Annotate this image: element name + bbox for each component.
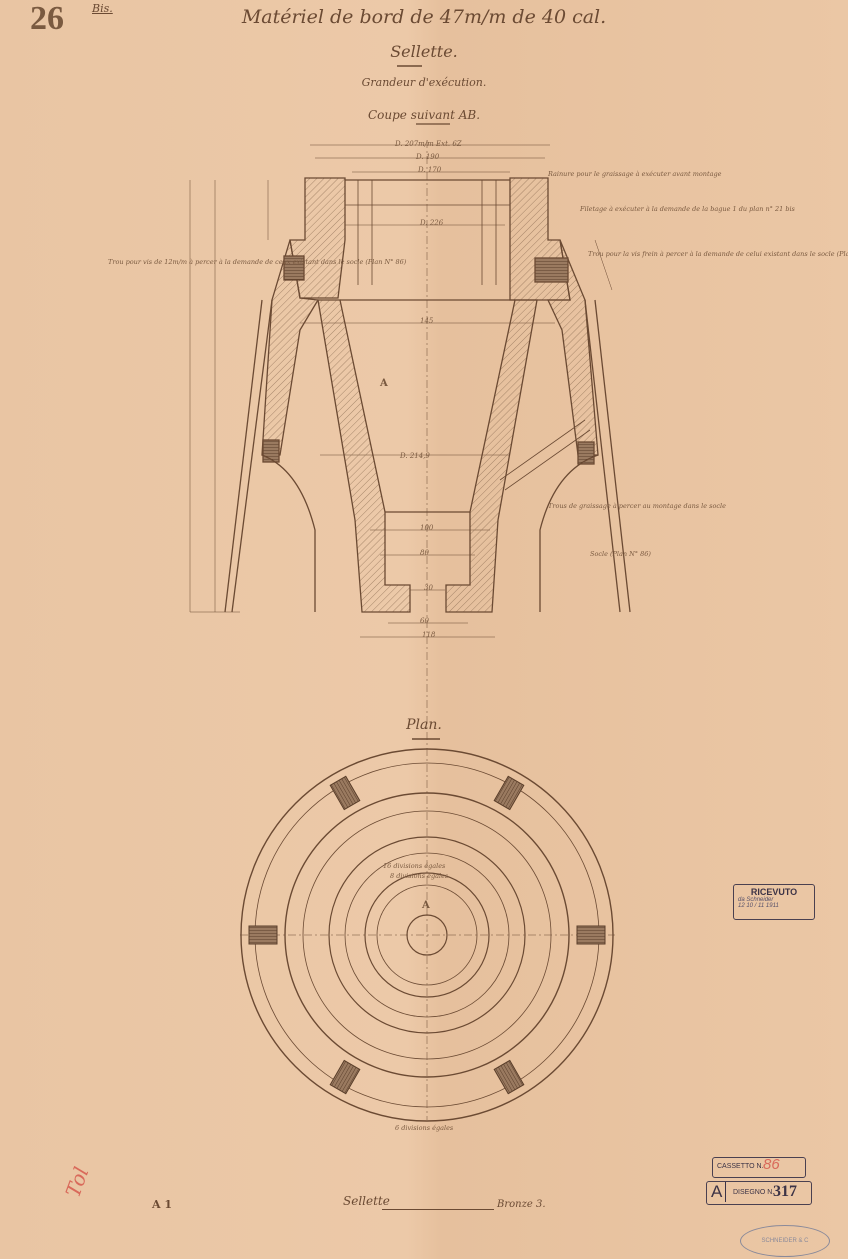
annotation-groove: Rainure pour le graissage à exécuter ava… bbox=[548, 170, 722, 178]
annotation-thread: Filetage à exécuter à la demande de la b… bbox=[580, 205, 795, 213]
drawing-series: A bbox=[711, 1182, 727, 1202]
sheet-suffix: Bis. bbox=[92, 2, 113, 15]
section-point-a: A bbox=[380, 378, 388, 389]
drawing-label: DISEGNO N. bbox=[733, 1189, 775, 1196]
drawer-label: CASSETTO N. bbox=[717, 1163, 764, 1170]
legend-part-name: Sellette bbox=[343, 1194, 390, 1208]
drawer-stamp: CASSETTO N. 86 bbox=[712, 1156, 806, 1178]
received-from-label: da bbox=[738, 897, 745, 903]
scale-note: Grandeur d'exécution. bbox=[361, 76, 487, 89]
threaded-block bbox=[493, 1059, 525, 1095]
dim-145: 145 bbox=[420, 317, 434, 325]
plan-label: Plan. bbox=[406, 717, 442, 733]
annotation-grease-holes: Trous de graissage à percer au montage d… bbox=[548, 502, 726, 510]
sheet-number: 26 bbox=[30, 0, 64, 37]
dim-80: 80 bbox=[420, 549, 429, 557]
threaded-block bbox=[329, 1059, 361, 1095]
dim-60: 60 bbox=[420, 617, 429, 625]
dim-100: 100 bbox=[420, 524, 434, 532]
section-label: Coupe suivant AB. bbox=[367, 108, 481, 122]
threaded-block bbox=[329, 775, 361, 811]
dim-30: 30 bbox=[424, 584, 433, 592]
annotation-base: Socle (Plan N° 86) bbox=[590, 550, 651, 558]
dim-118: 118 bbox=[422, 631, 436, 639]
threaded-block bbox=[576, 925, 606, 945]
received-date: 12 10 / 11 1911 bbox=[738, 903, 779, 909]
drawer-number: 86 bbox=[763, 1156, 780, 1173]
legend-mark: A 1 bbox=[152, 1198, 173, 1211]
dim-d214: D. 214,9 bbox=[400, 452, 430, 460]
plan-annotation-6: 6 divisions égales bbox=[395, 1124, 454, 1132]
dim-d170: D. 170 bbox=[418, 166, 442, 174]
drawing-number-stamp: A DISEGNO N. 317 bbox=[706, 1181, 812, 1205]
annotation-brake-screw: Trou pour la vis frein à percer à la dem… bbox=[588, 250, 848, 258]
annotation-screw-holes: Trou pour vis de 12m/m à percer à la dem… bbox=[108, 258, 407, 266]
plan-center-label: A bbox=[422, 900, 430, 911]
plan-annotation-8: 8 divisions égales bbox=[390, 872, 449, 880]
dim-d226: D. 226 bbox=[420, 219, 444, 227]
section-view bbox=[189, 140, 631, 1120]
threaded-block bbox=[493, 775, 525, 811]
drawing-number: 317 bbox=[773, 1183, 797, 1200]
drawing-title: Matériel de bord de 47m/m de 40 cal. bbox=[241, 6, 607, 28]
plan-annotation-16: 16 divisions égales bbox=[383, 862, 446, 870]
received-stamp: RICEVUTO da Schneider 12 10 / 11 1911 bbox=[733, 884, 815, 920]
received-title: RICEVUTO bbox=[750, 887, 798, 897]
plan-view bbox=[240, 748, 615, 1122]
dim-d190: D. 190 bbox=[416, 153, 440, 161]
dim-d207: D. 207m/m Ext. 6Z bbox=[395, 140, 462, 148]
drawing-subtitle: Sellette. bbox=[390, 42, 458, 61]
legend-material: Bronze 3. bbox=[497, 1199, 546, 1210]
received-from: Schneider bbox=[746, 897, 774, 903]
threaded-block bbox=[248, 925, 278, 945]
legend-leader-line bbox=[382, 1209, 494, 1210]
oval-stamp: SCHNEIDER & C bbox=[740, 1225, 830, 1257]
